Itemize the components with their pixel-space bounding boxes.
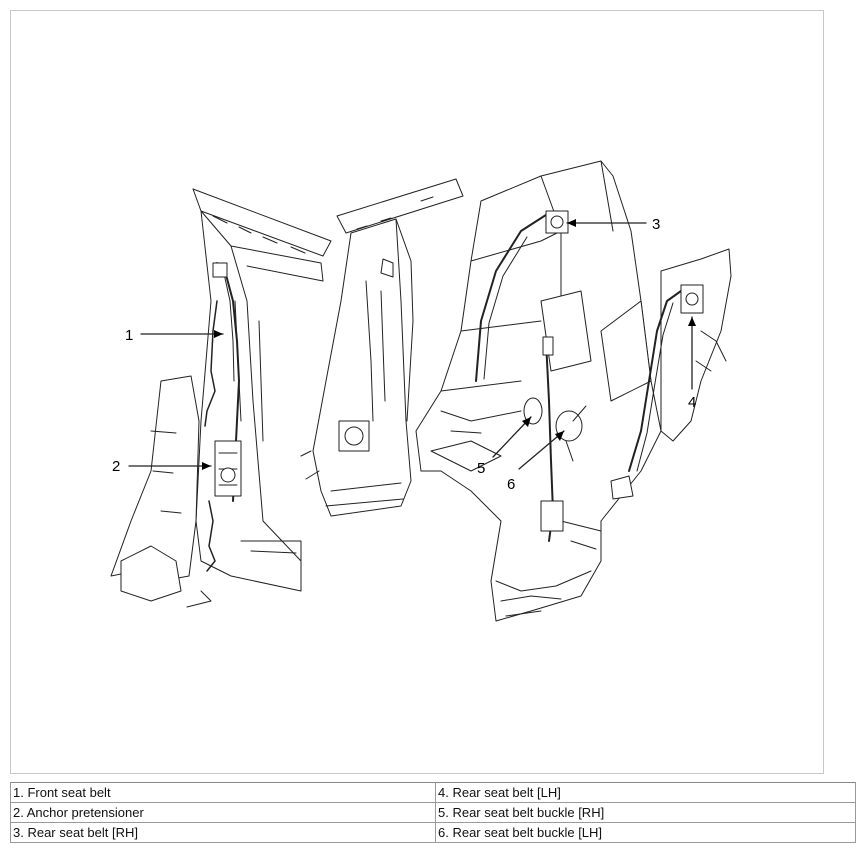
- front-pillar-assembly: [110, 188, 332, 608]
- legend-item-rear-seat-belt-buckle-rh: 5. Rear seat belt buckle [RH]: [435, 802, 856, 823]
- legend-item-rear-seat-belt-buckle-lh: 6. Rear seat belt buckle [LH]: [435, 822, 856, 843]
- arrowhead-6: [555, 431, 564, 441]
- rear-body-assembly: [415, 160, 732, 622]
- legend-item-rear-seat-belt-rh: 3. Rear seat belt [RH]: [10, 822, 436, 843]
- callout-1: 1: [125, 327, 133, 344]
- arrowhead-3: [567, 219, 576, 227]
- leader-line-6: [518, 430, 565, 470]
- callout-2: 2: [112, 458, 120, 475]
- parts-legend-table: 1. Front seat belt 4. Rear seat belt [LH…: [10, 782, 856, 843]
- callout-3: 3: [652, 216, 660, 233]
- diagram-frame: 1 2 3 4 5 6: [10, 10, 824, 774]
- arrowhead-2: [202, 462, 211, 470]
- center-pillar-assembly: [300, 178, 464, 517]
- callout-5: 5: [477, 460, 485, 477]
- arrowhead-4: [688, 317, 696, 326]
- arrowhead-1: [214, 330, 223, 338]
- seat-belt-layout-diagram: 1 2 3 4 5 6: [110, 160, 732, 622]
- legend-row: 2. Anchor pretensioner 5. Rear seat belt…: [10, 802, 856, 823]
- legend-row: 1. Front seat belt 4. Rear seat belt [LH…: [10, 782, 856, 803]
- legend-item-anchor-pretensioner: 2. Anchor pretensioner: [10, 802, 436, 823]
- callout-4: 4: [688, 394, 696, 411]
- arrowhead-5: [522, 417, 531, 427]
- legend-row: 3. Rear seat belt [RH] 6. Rear seat belt…: [10, 822, 856, 843]
- callout-6: 6: [507, 476, 515, 493]
- legend-item-front-seat-belt: 1. Front seat belt: [10, 782, 436, 803]
- legend-item-rear-seat-belt-lh: 4. Rear seat belt [LH]: [435, 782, 856, 803]
- leader-lines: [128, 219, 696, 470]
